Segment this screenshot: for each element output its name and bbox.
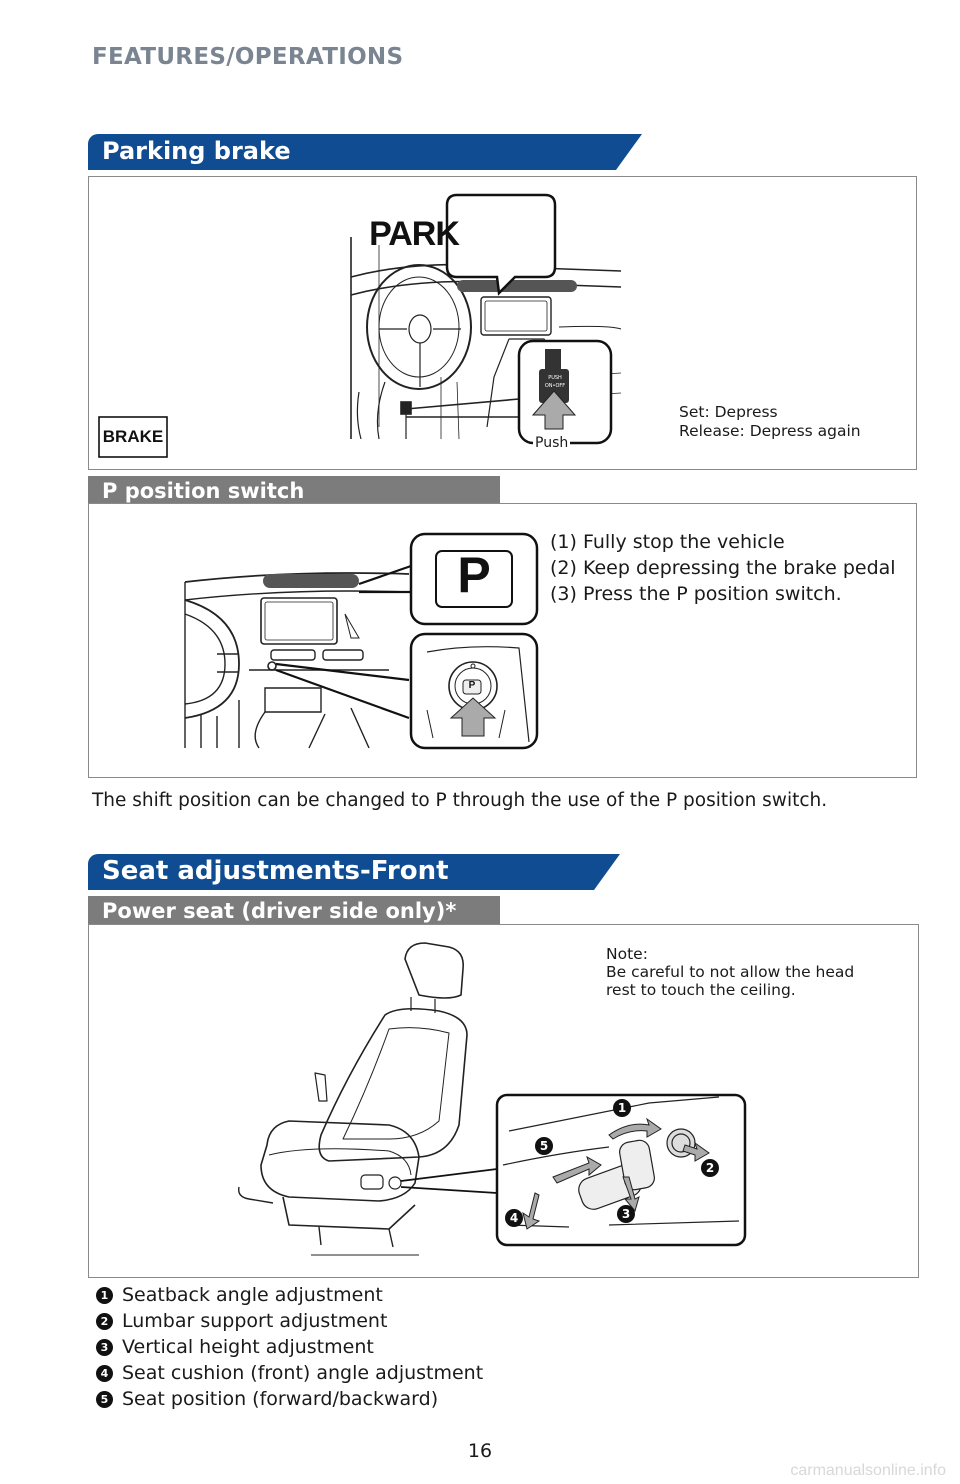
- legend-item: 3 Vertical height adjustment: [96, 1334, 374, 1360]
- seat-note-line-1: Be careful to not allow the head: [606, 963, 855, 981]
- callout-5: 5: [535, 1137, 553, 1155]
- p-position-title: P position switch: [102, 479, 305, 503]
- watermark: carmanualsonline.info: [790, 1462, 946, 1479]
- legend-number-icon: 4: [96, 1364, 113, 1382]
- brake-switch-detail: [517, 339, 613, 445]
- p-position-banner: P position switch: [88, 476, 500, 503]
- power-seat-banner: Power seat (driver side only)*: [88, 896, 500, 924]
- page-section-header: FEATURES/OPERATIONS: [92, 44, 404, 70]
- legend-text: Lumbar support adjustment: [122, 1310, 388, 1332]
- p-position-panel: P P (1) Fully stop the vehicle (2) Keep …: [88, 503, 917, 778]
- callout-1: 1: [613, 1099, 631, 1117]
- legend-item: 4 Seat cushion (front) angle adjustment: [96, 1360, 483, 1386]
- p-position-illustration: [184, 532, 539, 750]
- parking-brake-illustration: [98, 193, 622, 458]
- p-step-2: (2) Keep depressing the brake pedal: [550, 557, 896, 579]
- legend-text: Seat position (forward/backward): [122, 1388, 439, 1410]
- legend-item: 5 Seat position (forward/backward): [96, 1386, 438, 1412]
- page-number: 16: [467, 1440, 493, 1462]
- parking-brake-panel: PARK PUSH ON•OFF Push BRAKE Set: Depress…: [88, 176, 917, 470]
- parking-brake-title: Parking brake: [102, 137, 291, 165]
- p-callout-label: P: [457, 547, 491, 603]
- power-seat-title: Power seat (driver side only)*: [102, 899, 457, 923]
- seat-panel: 1 2 3 4 5 Note: Be careful to not allow …: [88, 924, 919, 1278]
- switch-onoff-text: ON•OFF: [544, 383, 566, 389]
- legend-number-icon: 1: [96, 1286, 113, 1304]
- p-position-note: The shift position can be changed to P t…: [92, 790, 828, 811]
- seat-illustration: [238, 942, 747, 1256]
- seat-adjustments-title: Seat adjustments-Front: [102, 856, 449, 886]
- legend-text: Seat cushion (front) angle adjustment: [122, 1362, 484, 1384]
- p-step-1: (1) Fully stop the vehicle: [550, 531, 785, 553]
- legend-number-icon: 3: [96, 1338, 113, 1356]
- legend-item: 2 Lumbar support adjustment: [96, 1308, 387, 1334]
- brake-release-instruction: Release: Depress again: [679, 422, 861, 440]
- legend-item: 1 Seatback angle adjustment: [96, 1282, 383, 1308]
- legend-number-icon: 2: [96, 1312, 113, 1330]
- seat-note-title: Note:: [606, 945, 648, 963]
- legend-number-icon: 5: [96, 1390, 113, 1408]
- switch-push-text: PUSH: [548, 375, 562, 381]
- callout-2: 2: [701, 1159, 719, 1177]
- seat-note-line-2: rest to touch the ceiling.: [606, 981, 796, 999]
- legend-text: Seatback angle adjustment: [122, 1284, 383, 1306]
- callout-3: 3: [617, 1205, 635, 1223]
- seat-adjustments-banner: Seat adjustments-Front: [88, 854, 620, 890]
- push-label: Push: [533, 435, 571, 451]
- p-step-3: (3) Press the P position switch.: [550, 583, 842, 605]
- parking-brake-banner: Parking brake: [88, 134, 642, 170]
- park-callout: [445, 193, 557, 296]
- p-switch-mini-label: P: [468, 680, 476, 691]
- park-label: PARK: [369, 215, 460, 253]
- callout-4: 4: [505, 1209, 523, 1227]
- brake-label: BRAKE: [102, 427, 164, 446]
- brake-set-instruction: Set: Depress: [679, 403, 778, 421]
- legend-text: Vertical height adjustment: [122, 1336, 374, 1358]
